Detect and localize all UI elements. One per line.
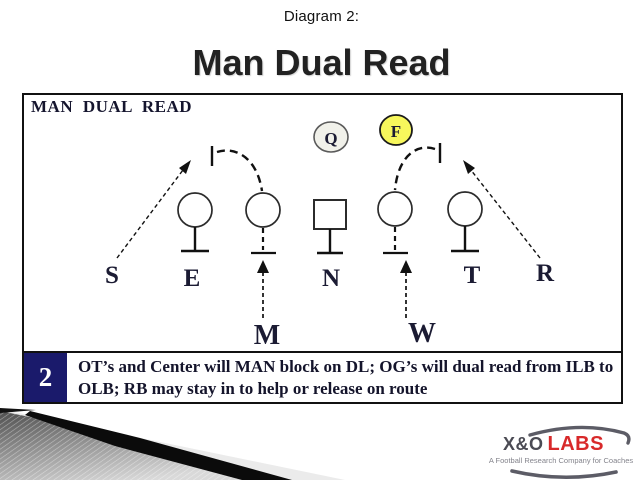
mike-arrowhead-icon (257, 260, 269, 273)
wedge-black-sliver (0, 408, 36, 413)
right-guard-circle (377, 191, 413, 227)
logo-suffix: LABS (547, 433, 604, 455)
sam-arrowhead-icon (179, 160, 191, 174)
will-arrowhead-icon (400, 260, 412, 273)
right-tackle-circle (447, 191, 483, 227)
play-diagram: Q F (105, 114, 555, 351)
left-tackle-block (181, 227, 209, 253)
defender-label-T: T (464, 262, 481, 289)
left-read-arc (216, 149, 264, 192)
sam-rush-line (116, 165, 187, 259)
logo-swoosh-top (528, 425, 631, 445)
fullback-circle (379, 114, 413, 146)
fullback-label: F (391, 122, 401, 141)
diagram-number-badge: 2 (24, 353, 67, 402)
center-block (317, 229, 343, 255)
offensive-line (177, 191, 483, 230)
left-tackle-circle (177, 192, 213, 228)
logo-wordmark: X&O LABS (503, 433, 604, 456)
center-square (313, 199, 347, 230)
rush-end-line (466, 164, 541, 259)
caption-divider (24, 351, 621, 353)
dual-read-stems (251, 227, 408, 255)
rush-end-arrowhead-icon (463, 160, 475, 174)
xo-labs-logo: X&O LABS A Football Research Company for… (468, 422, 643, 480)
defender-label-S: S (105, 262, 119, 289)
right-read-arc (393, 146, 436, 191)
quarterback-circle (313, 121, 349, 153)
left-guard-circle (245, 192, 281, 228)
page-title: Man Dual Read (192, 42, 451, 83)
corner-decoration (0, 408, 345, 480)
fullback-marker: F (379, 114, 413, 146)
logo-swoosh-icon (510, 425, 631, 480)
dual-read-arcs (210, 143, 442, 192)
caption-text: OT’s and Center will MAN block on DL; OG… (78, 357, 614, 398)
quarterback-marker: Q (313, 121, 349, 153)
right-tackle-block (451, 226, 479, 253)
play-heading: MAN DUAL READ (31, 97, 192, 116)
logo-swoosh-bottom (510, 469, 618, 480)
defender-labels: S E M N W T R (105, 260, 555, 351)
logo-prefix: X&O (503, 434, 544, 454)
defender-arrows (116, 160, 541, 318)
defender-label-E: E (184, 265, 201, 292)
defender-label-W: W (408, 318, 436, 349)
man-block-lines (181, 226, 479, 255)
quarterback-label: Q (324, 129, 337, 148)
defender-label-R: R (536, 260, 555, 287)
logo-tagline: A Football Research Company for Coaches (488, 456, 634, 465)
defender-label-N: N (322, 265, 340, 292)
wedge-black-band (25, 411, 292, 480)
slide-kicker: Diagram 2: (283, 8, 360, 25)
defender-label-M: M (254, 320, 280, 351)
